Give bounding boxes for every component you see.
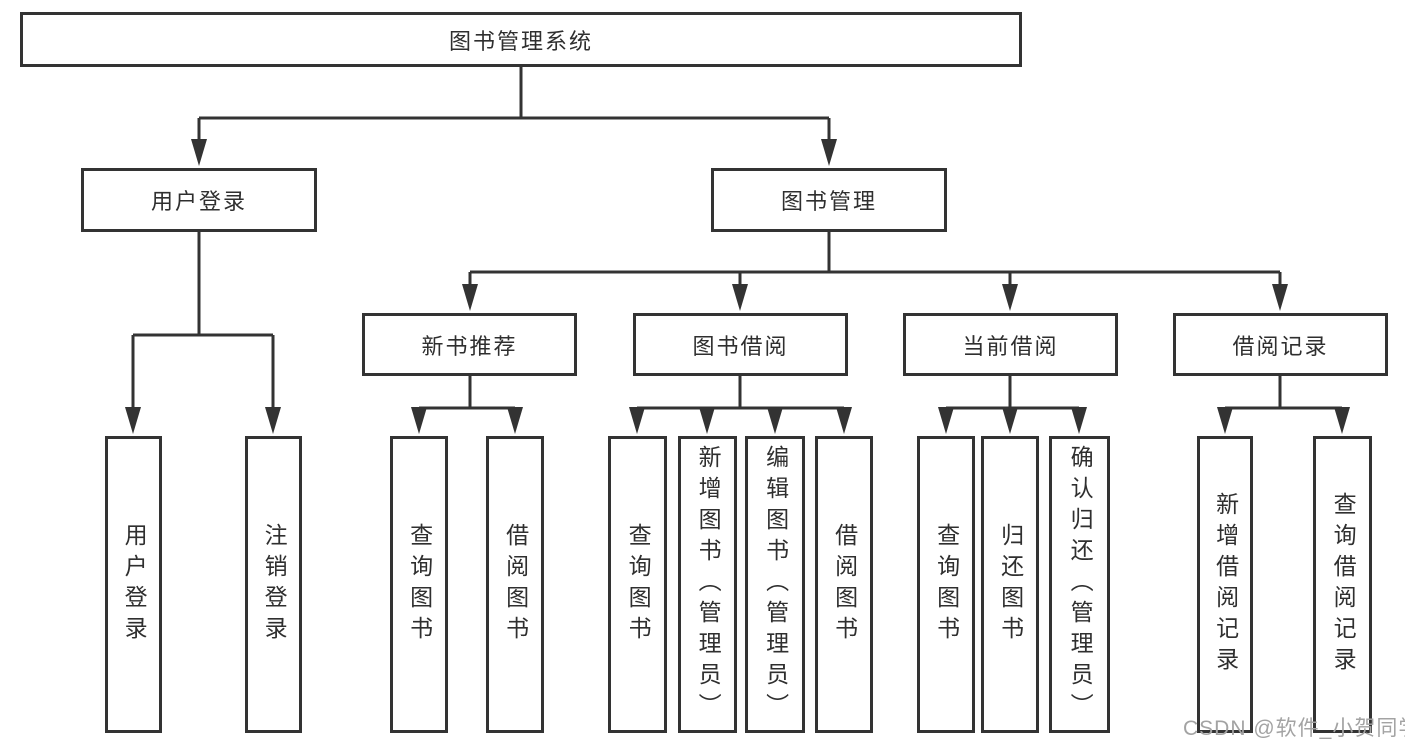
node-label: 用户登录: [150, 189, 247, 214]
leaf-label: 借阅图书: [502, 522, 529, 647]
node-new-book-recommend: 新书推荐: [362, 313, 577, 376]
leaf-label: 新增图书（管理员）: [695, 445, 722, 724]
leaf-label: 确认归还（管理员）: [1067, 445, 1094, 724]
leaf-label: 编辑图书（管理员）: [762, 445, 789, 724]
node-user-login: 用户登录: [81, 168, 317, 232]
leaf-return-books: 归还图书: [981, 436, 1039, 733]
leaf-borrow-books: 借阅图书: [486, 436, 544, 733]
node-current-borrow: 当前借阅: [903, 313, 1118, 376]
leaf-query-books: 查询图书: [608, 436, 667, 733]
leaf-label: 新增借阅记录: [1212, 491, 1239, 678]
leaf-add-borrow-record: 新增借阅记录: [1197, 436, 1253, 733]
leaf-add-books-admin: 新增图书（管理员）: [678, 436, 737, 733]
node-root-library-system: 图书管理系统: [20, 12, 1022, 67]
node-label: 图书借阅: [692, 333, 789, 359]
leaf-label: 查询图书: [933, 522, 960, 647]
leaf-query-books: 查询图书: [390, 436, 448, 733]
leaf-label: 借阅图书: [831, 522, 858, 647]
node-book-management: 图书管理: [711, 168, 947, 232]
node-label: 当前借阅: [962, 333, 1059, 359]
leaf-borrow-books: 借阅图书: [815, 436, 873, 733]
leaf-label: 查询图书: [625, 522, 652, 647]
leaf-edit-books-admin: 编辑图书（管理员）: [745, 436, 805, 733]
leaf-confirm-return-admin: 确认归还（管理员）: [1049, 436, 1110, 733]
node-book-borrow: 图书借阅: [633, 313, 848, 376]
connector-lines: [131, 67, 1344, 411]
csdn-watermark: CSDN @软件_小贺同学: [1183, 717, 1405, 740]
leaf-label: 查询图书: [406, 522, 433, 647]
leaf-logout: 注销登录: [245, 436, 302, 733]
node-borrow-records: 借阅记录: [1173, 313, 1388, 376]
leaf-label: 用户登录: [121, 522, 148, 647]
leaf-label: 查询借阅记录: [1330, 491, 1357, 678]
node-label: 图书管理: [780, 189, 877, 214]
leaf-query-books: 查询图书: [917, 436, 975, 733]
leaf-label: 归还图书: [997, 522, 1024, 647]
node-label: 借阅记录: [1232, 333, 1329, 359]
arrowhead-icons: [125, 139, 1350, 434]
leaf-label: 注销登录: [261, 522, 288, 647]
leaf-query-borrow-record: 查询借阅记录: [1313, 436, 1372, 733]
node-label: 图书管理系统: [448, 28, 593, 54]
node-label: 新书推荐: [421, 333, 518, 359]
leaf-user-login: 用户登录: [105, 436, 162, 733]
